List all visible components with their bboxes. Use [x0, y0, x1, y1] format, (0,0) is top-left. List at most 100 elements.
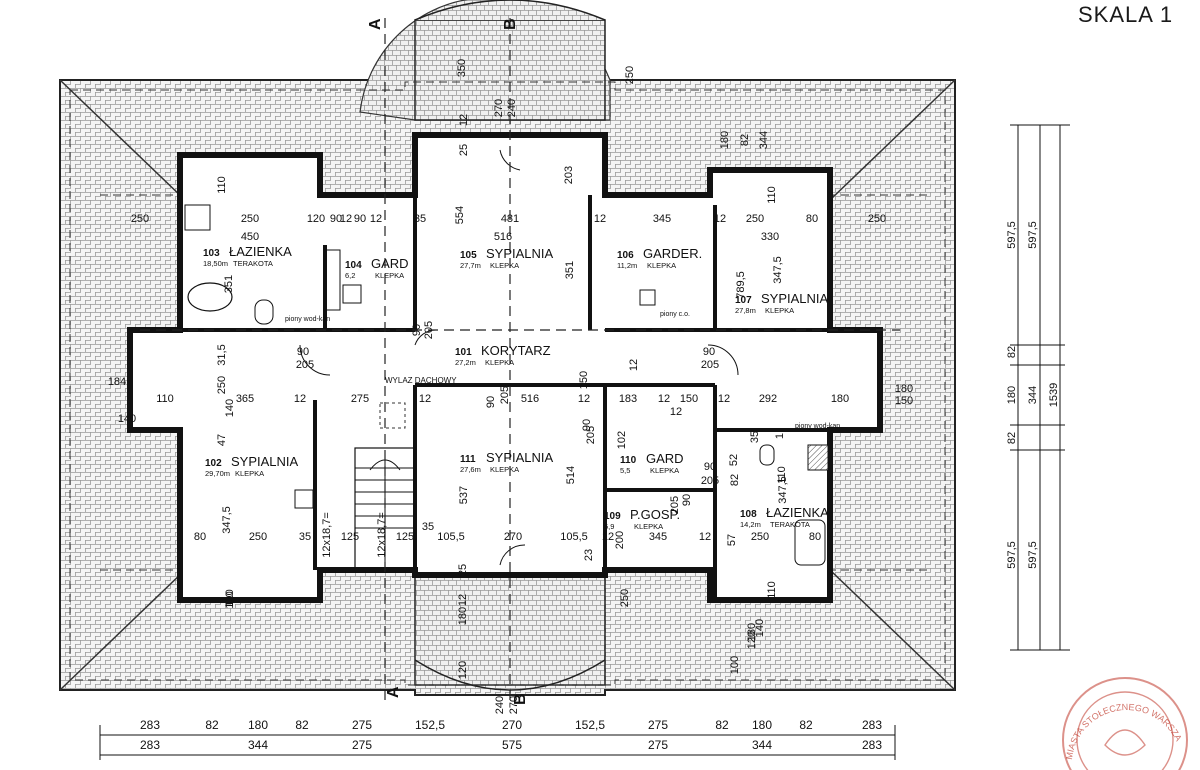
- bottom-dim-1-5: 152,5: [415, 718, 445, 732]
- bottom-dim-1-10: 180: [752, 718, 772, 732]
- bottom-dim-2-1: 344: [248, 738, 268, 752]
- dash-axes: [140, 18, 900, 700]
- interior-dim-12: 12: [594, 213, 606, 225]
- room-106-floor: KLEPKA: [647, 261, 676, 270]
- interior-dim-101: 90: [581, 419, 593, 431]
- interior-dim-42: 12: [658, 393, 670, 405]
- interior-dim-69: 12: [602, 531, 614, 543]
- interior-dim-53: 47: [216, 434, 228, 446]
- right-dim-82-top: 82: [1006, 346, 1018, 358]
- interior-dim-24: 789,5: [735, 271, 747, 299]
- note-roof-exit: WYLAZ DACHOWY: [385, 376, 457, 385]
- interior-dim-83: 180: [457, 607, 469, 625]
- interior-dim-105: 35: [749, 431, 761, 443]
- interior-dim-9: 516: [494, 231, 512, 243]
- room-107-floor: KLEPKA: [765, 306, 794, 315]
- room-105-name: SYPIALNIA: [486, 246, 554, 261]
- bottom-dim-2-2: 275: [352, 738, 372, 752]
- room-104-name: GARD: [371, 256, 409, 271]
- bottom-dim-1-8: 275: [648, 718, 668, 732]
- interior-dim-0: 250: [241, 213, 259, 225]
- room-102-number: 102: [205, 458, 222, 469]
- interior-dim-77: 110: [216, 176, 228, 194]
- interior-dim-91: 25: [458, 144, 470, 156]
- room-108-area: 14,2m: [740, 520, 761, 529]
- interior-dim-2: 120: [307, 213, 325, 225]
- interior-dim-18: 250: [131, 213, 149, 225]
- interior-dim-87: 350: [456, 59, 468, 77]
- room-111-floor: KLEPKA: [490, 465, 519, 474]
- interior-dim-79: 250: [619, 589, 631, 607]
- interior-dim-45: 292: [759, 393, 777, 405]
- interior-dim-38: 205: [499, 386, 511, 404]
- bottom-dim-1-4: 275: [352, 718, 372, 732]
- interior-dim-55: 250: [249, 531, 267, 543]
- interior-dim-41: 183: [619, 393, 637, 405]
- interior-dim-74: 250: [751, 531, 769, 543]
- interior-dim-43: 150: [680, 393, 698, 405]
- interior-dim-10: 554: [454, 206, 466, 224]
- interior-dim-66: 514: [565, 466, 577, 484]
- section-a-top: A: [367, 18, 384, 30]
- room-102-area: 29,70m: [205, 469, 230, 478]
- room-109-floor: KLEPKA: [634, 522, 663, 531]
- interior-dim-114: 82: [739, 134, 751, 146]
- room-109-area: 6,9: [604, 522, 614, 531]
- interior-dim-62: 35: [422, 521, 434, 533]
- room-102-floor: KLEPKA: [235, 469, 264, 478]
- room-104-floor: KLEPKA: [375, 271, 404, 280]
- interior-dim-21: 90: [411, 324, 423, 336]
- interior-dim-72: 12: [699, 531, 711, 543]
- interior-dim-100: 102: [616, 431, 628, 449]
- interior-dim-29: 205: [701, 359, 719, 371]
- room-101-number: 101: [455, 347, 472, 358]
- interior-dim-110: 205: [669, 496, 681, 514]
- interior-dim-13: 345: [653, 213, 671, 225]
- room-111-area: 27,6m: [460, 465, 481, 474]
- interior-dim-81: 240: [494, 696, 506, 714]
- interior-dim-39: 516: [521, 393, 539, 405]
- section-markers: A B A B: [367, 18, 529, 705]
- interior-dim-19: 250: [868, 213, 886, 225]
- interior-dim-11: 203: [563, 166, 575, 184]
- bottom-dim-2-4: 275: [648, 738, 668, 752]
- interior-dim-107: 52: [728, 454, 740, 466]
- interior-dim-8: 481: [501, 213, 519, 225]
- interior-dim-109: 90: [681, 494, 693, 506]
- interior-dim-88: 270: [493, 99, 505, 117]
- interior-dim-6: 12: [370, 213, 382, 225]
- bottom-dim-1-12: 283: [862, 718, 882, 732]
- section-b-bottom: B: [512, 693, 529, 705]
- interior-dim-14: 12: [714, 213, 726, 225]
- interior-dim-90: 12: [458, 114, 470, 126]
- section-a-bottom: A: [385, 686, 402, 698]
- interior-dim-111: 12: [670, 406, 682, 418]
- room-107-area: 27,8m: [735, 306, 756, 315]
- interior-dim-99: 150: [578, 371, 590, 389]
- room-110-name: GARD: [646, 451, 684, 466]
- room-110-number: 110: [620, 455, 637, 466]
- interior-dim-70: 200: [614, 531, 626, 549]
- bottom-dimension-lines: [99, 725, 896, 760]
- interior-dim-32: 250: [216, 376, 228, 394]
- interior-dim-17: 330: [761, 231, 779, 243]
- interior-dim-48: 180: [895, 383, 913, 395]
- interior-dim-61: 125: [396, 531, 414, 543]
- room-104-area: 6,2: [345, 271, 355, 280]
- note-riser-left: piony wod-kan: [285, 316, 330, 323]
- interior-dim-7: 35: [414, 213, 426, 225]
- interior-dim-82: 120: [457, 661, 469, 679]
- room-105-area: 27,7m: [460, 261, 481, 270]
- right-dimension-lines: [1010, 124, 1070, 651]
- interior-dim-103: 90: [704, 461, 716, 473]
- bottom-dim-2-3: 575: [502, 738, 522, 752]
- interior-dim-76: 347,5: [777, 476, 789, 504]
- room-103-number: 103: [203, 248, 220, 259]
- room-106-area: 11,2m: [617, 261, 637, 270]
- interior-dim-71: 345: [649, 531, 667, 543]
- room-103-name: ŁAZIENKA: [229, 244, 292, 259]
- interior-dim-40: 12: [578, 393, 590, 405]
- interior-dim-3: 90: [330, 213, 342, 225]
- interior-dim-59: 125: [341, 531, 359, 543]
